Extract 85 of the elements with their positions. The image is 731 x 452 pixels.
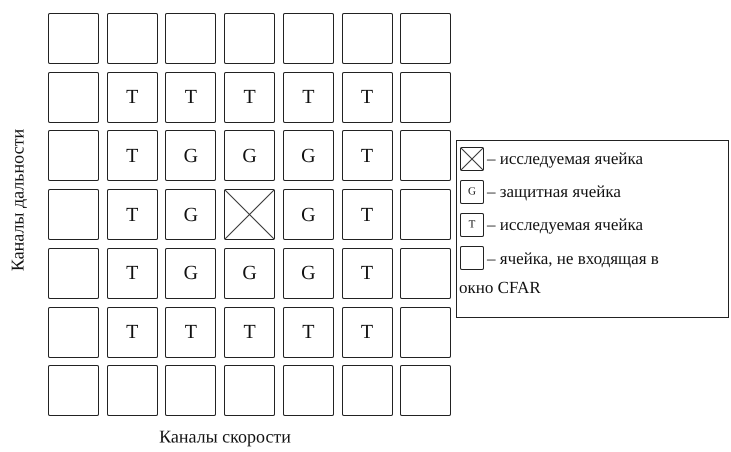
- empty-cell: [106, 365, 158, 416]
- crossed-cell: [460, 147, 484, 171]
- cell-letter: G: [300, 263, 317, 284]
- cell: [106, 189, 158, 240]
- cell: [282, 248, 334, 299]
- empty-cell: [106, 13, 158, 64]
- cell-letter: G: [467, 186, 477, 198]
- cell-letter: T: [360, 204, 374, 225]
- cell-letter: G: [182, 146, 200, 166]
- cell-letter: T: [301, 322, 316, 342]
- cell: [282, 130, 334, 182]
- cell-letter: T: [184, 322, 198, 342]
- axis-title: Каналы скорости: [159, 426, 291, 448]
- cell: [460, 180, 484, 204]
- cell: [106, 130, 158, 182]
- cell: [165, 130, 216, 182]
- cell: [342, 306, 392, 358]
- empty-cell: [400, 13, 452, 64]
- empty-cell: [48, 189, 99, 240]
- empty-cell: [400, 248, 452, 299]
- cell: [224, 306, 276, 358]
- cell: [165, 248, 216, 299]
- empty-cell: [342, 13, 392, 64]
- empty-cell: [224, 13, 276, 64]
- empty-cell: [48, 248, 99, 299]
- cell-letter: T: [360, 146, 374, 166]
- legend-text: – ячейка, не входящая в окно CFAR: [459, 248, 659, 299]
- cell-letter: T: [242, 87, 257, 108]
- cell-letter: T: [125, 146, 140, 166]
- cell: [224, 248, 276, 299]
- cell: [282, 72, 334, 123]
- empty-cell: [48, 13, 99, 64]
- empty-cell: [224, 365, 276, 416]
- legend-text: – исследуемая ячейка: [487, 148, 644, 170]
- cell: [342, 248, 392, 299]
- cell-letter: T: [125, 87, 140, 108]
- cell: [342, 130, 392, 182]
- empty-cell: [460, 246, 484, 270]
- empty-cell: [165, 13, 216, 64]
- cell: [165, 189, 216, 240]
- cell-letter: T: [360, 263, 374, 284]
- cell-letter: G: [300, 146, 317, 166]
- empty-cell: [48, 306, 99, 358]
- cell: [342, 72, 392, 123]
- cell: [106, 248, 158, 299]
- cell-letter: G: [241, 146, 258, 166]
- empty-cell: [400, 72, 452, 123]
- cell: [165, 72, 216, 123]
- cell-letter: T: [184, 87, 198, 108]
- cell-letter: G: [300, 204, 317, 225]
- cell-letter: G: [182, 263, 200, 284]
- cell: [282, 306, 334, 358]
- empty-cell: [400, 306, 452, 358]
- cell-letter: T: [468, 220, 476, 230]
- empty-cell: [400, 365, 452, 416]
- empty-cell: [165, 365, 216, 416]
- cell-letter: G: [182, 204, 200, 225]
- cell: [224, 72, 276, 123]
- crossed-cell: [224, 189, 276, 240]
- cell: [460, 213, 484, 237]
- cell: [342, 189, 392, 240]
- empty-cell: [48, 365, 99, 416]
- empty-cell: [282, 13, 334, 64]
- cell-letter: G: [241, 263, 258, 284]
- legend-text: – исследуемая ячейка: [487, 214, 644, 236]
- cell-letter: T: [301, 87, 316, 108]
- empty-cell: [48, 130, 99, 182]
- axis-title: Каналы дальности: [8, 128, 28, 272]
- empty-cell: [282, 365, 334, 416]
- cell-letter: T: [360, 87, 374, 108]
- empty-cell: [400, 189, 452, 240]
- legend-text: – защитная ячейка: [487, 181, 621, 202]
- cell: [106, 72, 158, 123]
- empty-cell: [48, 72, 99, 123]
- cell-letter: T: [125, 322, 140, 342]
- cell-letter: T: [125, 204, 140, 225]
- cell: [224, 130, 276, 182]
- cell-letter: T: [242, 322, 257, 342]
- cell: [165, 306, 216, 358]
- empty-cell: [342, 365, 392, 416]
- cell: [282, 189, 334, 240]
- cell: [106, 306, 158, 358]
- cell-letter: T: [360, 322, 374, 342]
- cell-letter: T: [125, 263, 140, 284]
- empty-cell: [400, 130, 452, 182]
